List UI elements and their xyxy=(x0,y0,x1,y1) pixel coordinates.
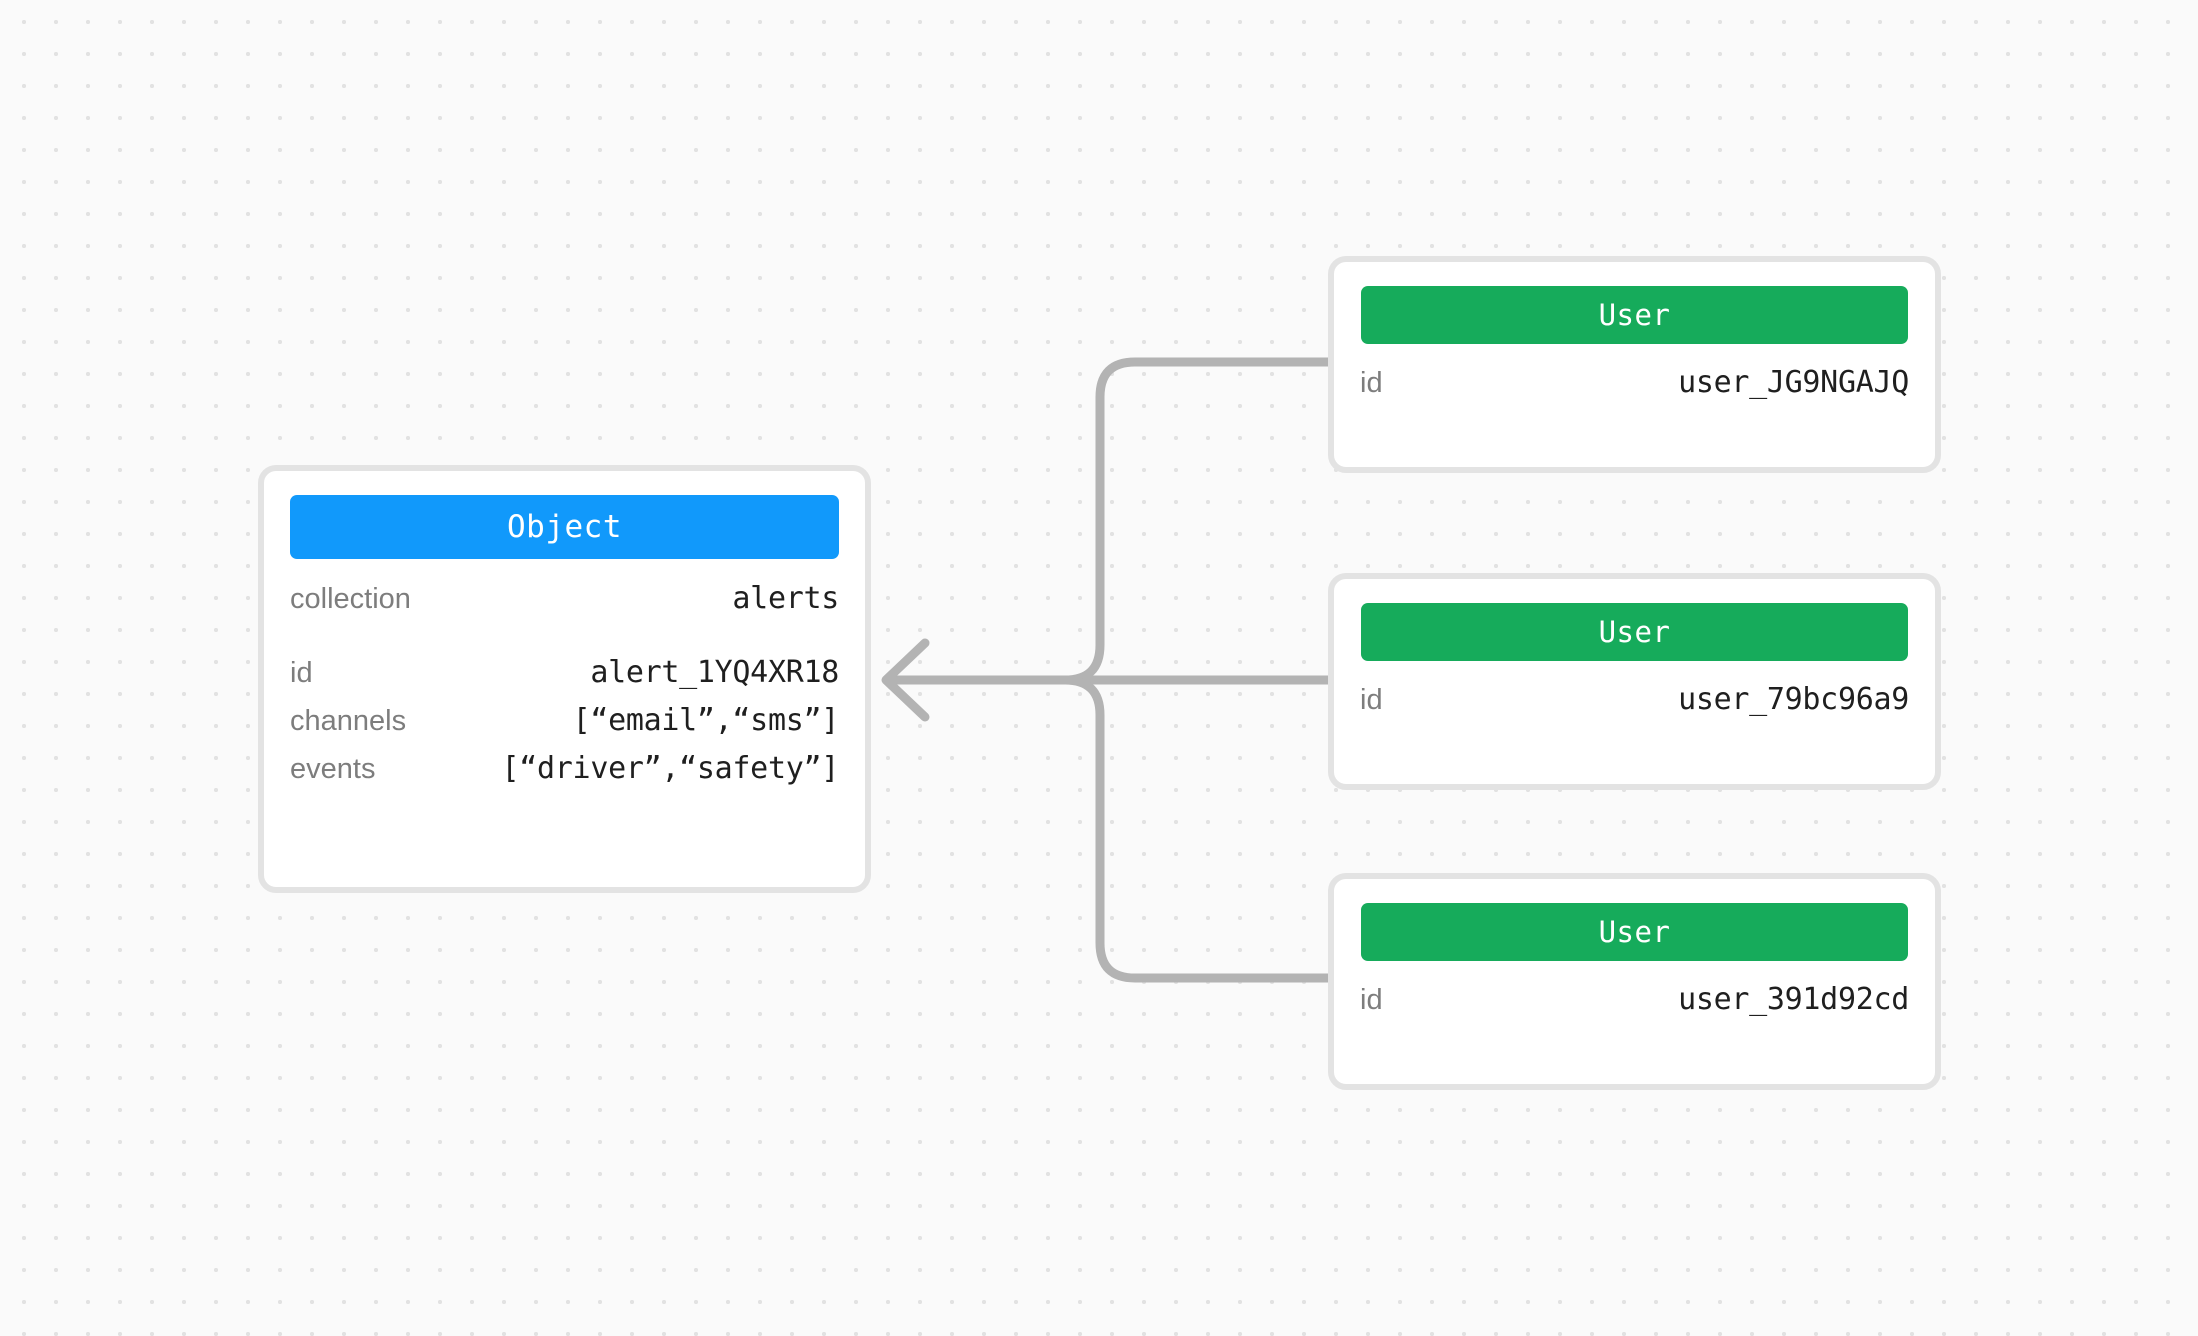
field-row-id: id user_JG9NGAJQ xyxy=(1360,365,1909,409)
node-object-header: Object xyxy=(290,495,839,559)
field-row-channels: channels [“email”,“sms”] xyxy=(290,703,839,751)
field-key: id xyxy=(290,657,313,689)
field-key: collection xyxy=(290,583,411,615)
node-user-2-fields: id user_391d92cd xyxy=(1360,982,1909,1026)
field-value: [“email”,“sms”] xyxy=(572,703,840,738)
field-group: collection alerts xyxy=(290,581,839,629)
field-group: id alert_1YQ4XR18 channels [“email”,“sms… xyxy=(290,655,839,799)
node-user-1[interactable]: User id user_79bc96a9 xyxy=(1328,573,1941,790)
field-key: events xyxy=(290,753,376,785)
edge-user2-to-object xyxy=(885,675,1333,983)
field-value: alert_1YQ4XR18 xyxy=(590,655,839,690)
node-object[interactable]: Object collection alerts id alert_1YQ4XR… xyxy=(258,465,871,893)
arrowhead-icon xyxy=(881,638,930,722)
field-row-id: id user_79bc96a9 xyxy=(1360,682,1909,726)
field-value: user_391d92cd xyxy=(1678,982,1909,1017)
edge-user0-to-object xyxy=(885,357,1333,685)
field-value: user_JG9NGAJQ xyxy=(1678,365,1909,400)
field-row-events: events [“driver”,“safety”] xyxy=(290,751,839,799)
node-user-2-header: User xyxy=(1361,903,1908,961)
node-user-0-header: User xyxy=(1361,286,1908,344)
node-user-0-fields: id user_JG9NGAJQ xyxy=(1360,365,1909,409)
field-key: channels xyxy=(290,705,407,737)
field-row-id: id alert_1YQ4XR18 xyxy=(290,655,839,703)
node-user-1-fields: id user_79bc96a9 xyxy=(1360,682,1909,726)
node-user-1-header: User xyxy=(1361,603,1908,661)
field-key: id xyxy=(1360,684,1383,716)
node-user-2[interactable]: User id user_391d92cd xyxy=(1328,873,1941,1090)
field-row-id: id user_391d92cd xyxy=(1360,982,1909,1026)
field-value: alerts xyxy=(732,581,839,616)
node-user-0[interactable]: User id user_JG9NGAJQ xyxy=(1328,256,1941,473)
field-value: [“driver”,“safety”] xyxy=(501,751,840,786)
field-key: id xyxy=(1360,984,1383,1016)
field-key: id xyxy=(1360,367,1383,399)
field-value: user_79bc96a9 xyxy=(1678,682,1909,717)
node-object-fields: collection alerts id alert_1YQ4XR18 chan… xyxy=(290,581,839,799)
field-row-collection: collection alerts xyxy=(290,581,839,629)
